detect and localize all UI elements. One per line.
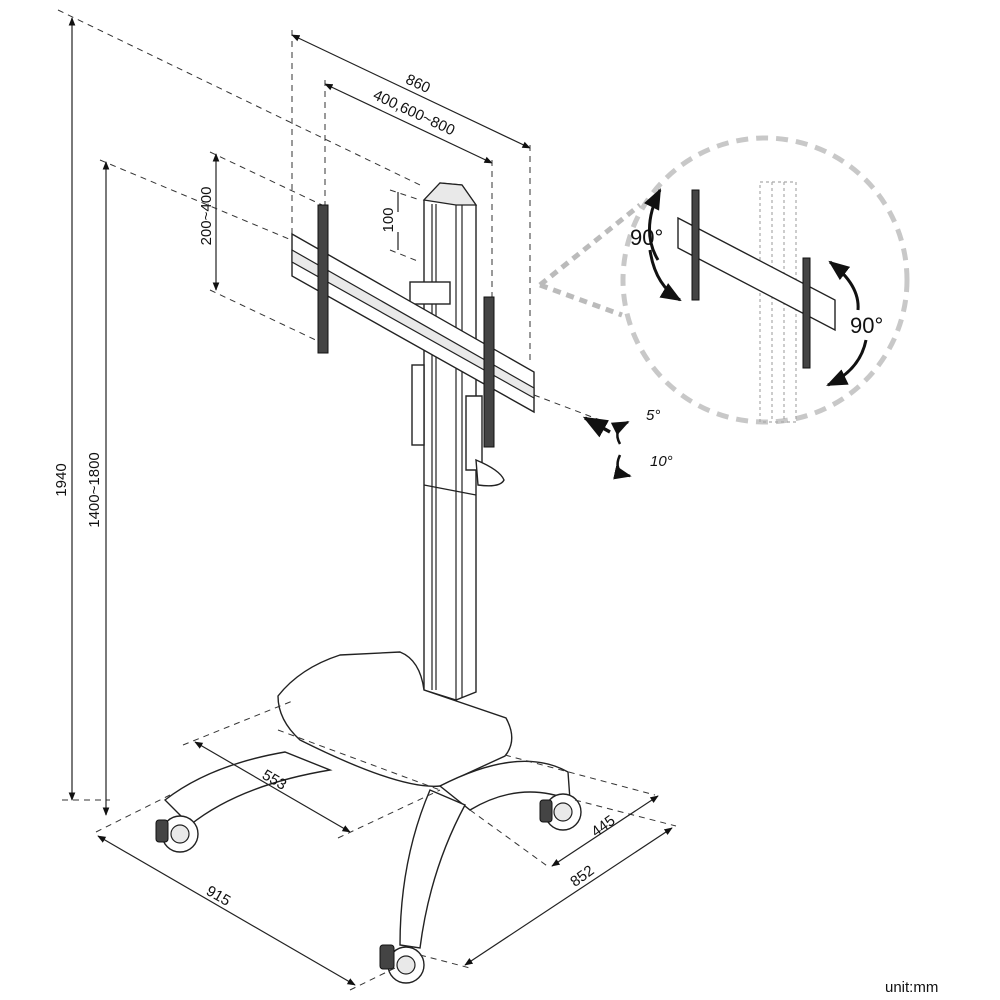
tilt-indicator: 5° 10° xyxy=(533,394,673,480)
wheel-front xyxy=(379,944,425,984)
detail-mount-plate xyxy=(677,189,836,369)
vertical-offset-label: 100 xyxy=(380,207,397,232)
vesa-horizontal-label: 400,600~800 xyxy=(370,87,457,140)
wheel-left xyxy=(155,815,199,853)
overall-height-label: 1940 xyxy=(53,463,70,496)
base-width-dimension: 915 xyxy=(95,794,396,991)
rotate-right-label: 90° xyxy=(850,313,883,338)
base-inner-label: 445 xyxy=(588,812,618,840)
rotate-left-label: 90° xyxy=(630,225,663,250)
adjustable-height-label: 1400~1800 xyxy=(86,452,103,528)
vesa-vertical-dimension: 200~400 xyxy=(198,151,323,344)
base-legs xyxy=(163,751,571,949)
tilt-down-label: 10° xyxy=(650,453,673,470)
wheel-right xyxy=(539,793,582,831)
mount-width-label: 860 xyxy=(403,71,433,97)
vertical-offset-dimension: 100 xyxy=(380,189,421,263)
base-depth-dimension: 852 xyxy=(419,799,677,969)
base-depth-label: 852 xyxy=(567,862,597,890)
vesa-mount-plate xyxy=(291,204,535,448)
unit-label: unit:mm xyxy=(885,979,938,996)
rotation-detail-callout: 90° 90° xyxy=(538,135,910,425)
tilt-up-label: 5° xyxy=(646,407,660,424)
adjustable-height-dimension: 1400~1800 xyxy=(86,159,321,816)
vesa-vertical-label: 200~400 xyxy=(198,187,215,246)
base-width-label: 915 xyxy=(203,882,233,909)
